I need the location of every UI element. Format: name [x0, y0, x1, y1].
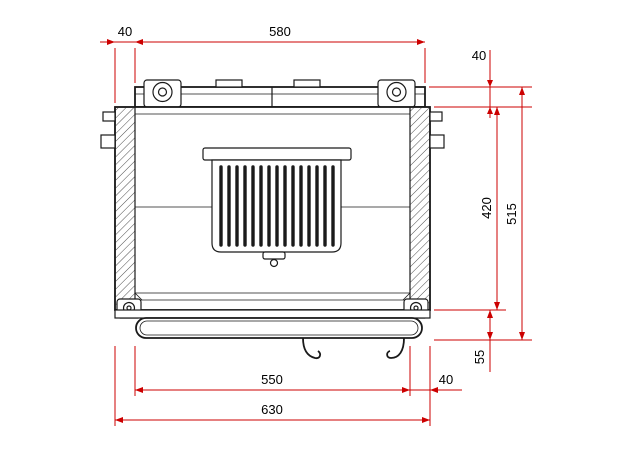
- dim-label-overall-width: 630: [261, 402, 283, 417]
- grille-bottom-tab: [262, 251, 286, 260]
- dim-base-height-55: 55: [472, 310, 493, 372]
- dim-label-bottom-offset: 40: [439, 372, 453, 387]
- dim-overall-height-515: 515: [434, 87, 532, 341]
- base-assembly: [114, 298, 431, 360]
- dim-overall-width-630: 630: [114, 346, 430, 426]
- dim-chain-top: 40 580: [100, 24, 426, 103]
- latch-hook: [386, 337, 405, 359]
- right-lug: [429, 134, 445, 149]
- right-lug: [429, 111, 443, 122]
- right-knob: [377, 79, 416, 108]
- dim-label-top-offset: 40: [118, 24, 132, 39]
- dim-label-inner-width: 550: [261, 372, 283, 387]
- left-knob: [143, 79, 182, 108]
- fender: [135, 317, 423, 339]
- tray-rail: [114, 309, 431, 319]
- dim-label-base-height: 55: [472, 350, 487, 364]
- top-plate: [134, 79, 426, 108]
- top-tab: [293, 79, 321, 88]
- dim-firebox-height-420: 420: [434, 107, 506, 311]
- dimension-annotations: 40 580 40 420 515: [100, 24, 532, 426]
- left-lug: [102, 111, 116, 122]
- grille-flange: [202, 147, 352, 161]
- grille-panel: [202, 147, 352, 268]
- door-handle: [302, 337, 322, 360]
- left-lug: [100, 134, 116, 149]
- side-lugs: [100, 111, 445, 149]
- grille-pin: [269, 258, 279, 268]
- dim-chain-bottom: 550 40: [134, 346, 462, 426]
- dim-right-top-40: 40: [429, 48, 532, 118]
- right-wall-section: [409, 106, 431, 311]
- stove-drawing: [100, 79, 445, 360]
- dim-label-firebox-height: 420: [479, 197, 494, 219]
- top-tab: [215, 79, 243, 88]
- dim-label-overall-height: 515: [504, 203, 519, 225]
- dim-label-top-plate-width: 580: [269, 24, 291, 39]
- dim-label-right-top-height: 40: [472, 48, 486, 63]
- left-wall-section: [114, 106, 136, 311]
- grille-slats: [219, 165, 335, 247]
